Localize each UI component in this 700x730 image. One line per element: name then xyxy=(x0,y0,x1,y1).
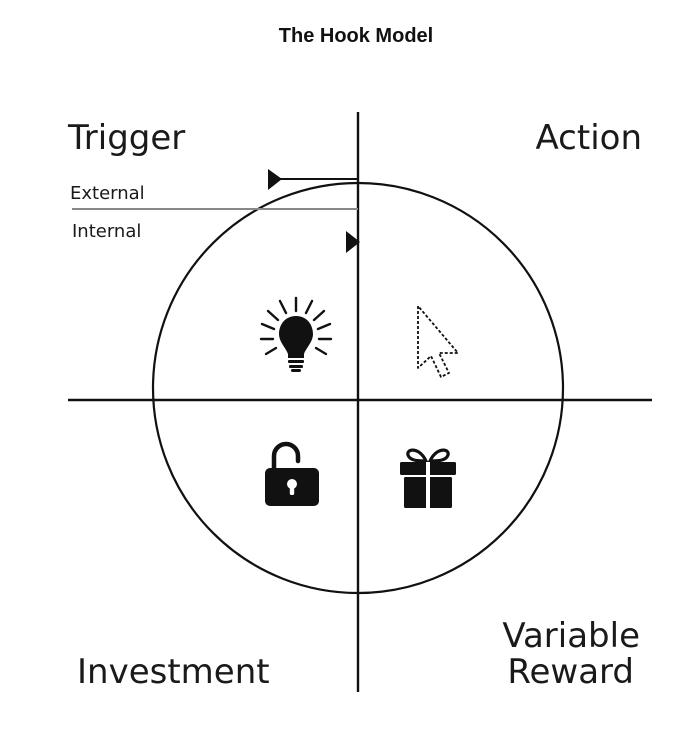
action-label: Action xyxy=(536,118,642,158)
external-trigger-label: External xyxy=(70,183,145,204)
diagram-title: The Hook Model xyxy=(279,25,433,47)
variable-reward-label-line2: Reward xyxy=(507,652,634,692)
trigger-label: Trigger xyxy=(67,118,185,158)
lightbulb-icon xyxy=(259,296,333,372)
investment-label: Investment xyxy=(77,652,270,692)
internal-trigger-arrowhead xyxy=(346,231,360,253)
cursor-arrow-icon xyxy=(417,305,459,378)
external-trigger-arrowhead xyxy=(268,169,282,190)
unlocked-padlock-icon xyxy=(265,441,319,506)
gift-icon xyxy=(400,448,456,508)
variable-reward-label-line1: Variable xyxy=(502,616,640,656)
internal-trigger-label: Internal xyxy=(72,221,141,242)
